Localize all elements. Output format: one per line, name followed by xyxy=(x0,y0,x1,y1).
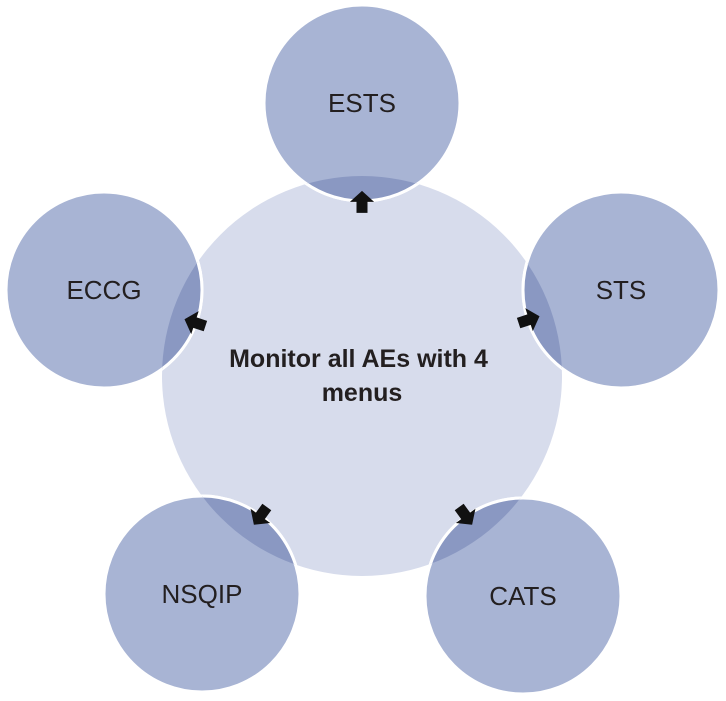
center-text-line-2: menus xyxy=(322,379,403,407)
node-label-sts: STS xyxy=(596,275,647,305)
arrow-to-ests-icon xyxy=(349,190,375,213)
center-text-line-1: Monitor all AEs with 4 xyxy=(229,345,488,373)
arrow-to-nsqip-icon xyxy=(250,503,272,525)
arrow-to-cats-icon xyxy=(454,503,476,525)
arrows xyxy=(184,190,540,525)
node-label-cats: CATS xyxy=(489,581,556,611)
node-label-ests: ESTS xyxy=(328,88,396,118)
center-hub-circle xyxy=(162,176,562,576)
node-cats xyxy=(423,496,623,696)
arrow-to-eccg-icon xyxy=(184,311,208,335)
center-text: Monitor all AEs with 4 menus xyxy=(229,345,495,407)
node-label-nsqip: NSQIP xyxy=(162,579,243,609)
separator-nsqip xyxy=(162,494,302,576)
node-label-eccg: ECCG xyxy=(66,275,141,305)
separator-eccg xyxy=(162,190,204,390)
arrow-to-sts-icon xyxy=(516,308,540,332)
separator-sts xyxy=(521,190,562,390)
node-cats-circle xyxy=(423,496,623,696)
